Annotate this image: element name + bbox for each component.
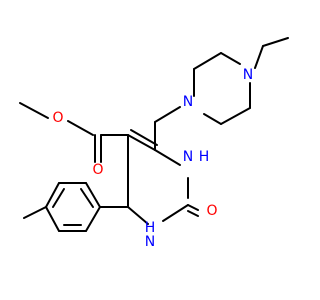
ring-top-h: H [199,149,210,165]
ring-bottom-h: H [145,220,156,236]
ester-carbonyl-oxygen: O [92,162,103,178]
molecule-canvas: O O N N H N H N O [19,37,289,250]
piperazine-nitrogen-right: N [243,67,253,83]
bond-pip-2 [193,52,222,70]
bond-pip-5 [220,107,251,125]
bond-urea-c-o-b [187,210,199,217]
structure-diagram: O O N N H N H N O [19,37,289,250]
bond-ring-c5-c6-double [130,129,158,146]
bond-pip-3 [220,52,241,65]
bond-ring-c2-n3 [162,204,189,222]
urea-oxygen: O [206,203,217,219]
bond-aryl-3 [45,206,60,232]
piperazine-nitrogen-left: N [183,94,193,110]
bond-ring-c6-n1 [154,149,181,166]
bond-aryl-1 [85,206,101,232]
bond-urea-c-o-a [187,204,199,211]
bond-ring-c5-c6 [127,134,156,151]
bond-layer [19,37,289,232]
ring-top-nitrogen: N [183,149,193,165]
ring-bottom-nitrogen: N [145,234,155,250]
bond-o-carbonyl [67,120,94,136]
bond-methyl-o [19,102,49,119]
bond-aryl-4 [45,182,60,208]
bond-pip-6 [203,113,222,125]
bond-n-ethyl-2 [262,37,289,47]
atom-labels: O O N N H N H N O [52,67,253,250]
bond-ring-n3-c4 [127,206,149,225]
bond-n-ethyl-1 [254,45,264,69]
bond-aryl-6 [85,182,101,208]
bond-aryl-methyl [23,206,47,219]
ester-methoxy-oxygen: O [52,110,63,126]
bond-aryl-double-2 [52,188,65,208]
bond-aryl-double-3 [80,188,94,208]
bond-ch2-n [154,106,181,123]
